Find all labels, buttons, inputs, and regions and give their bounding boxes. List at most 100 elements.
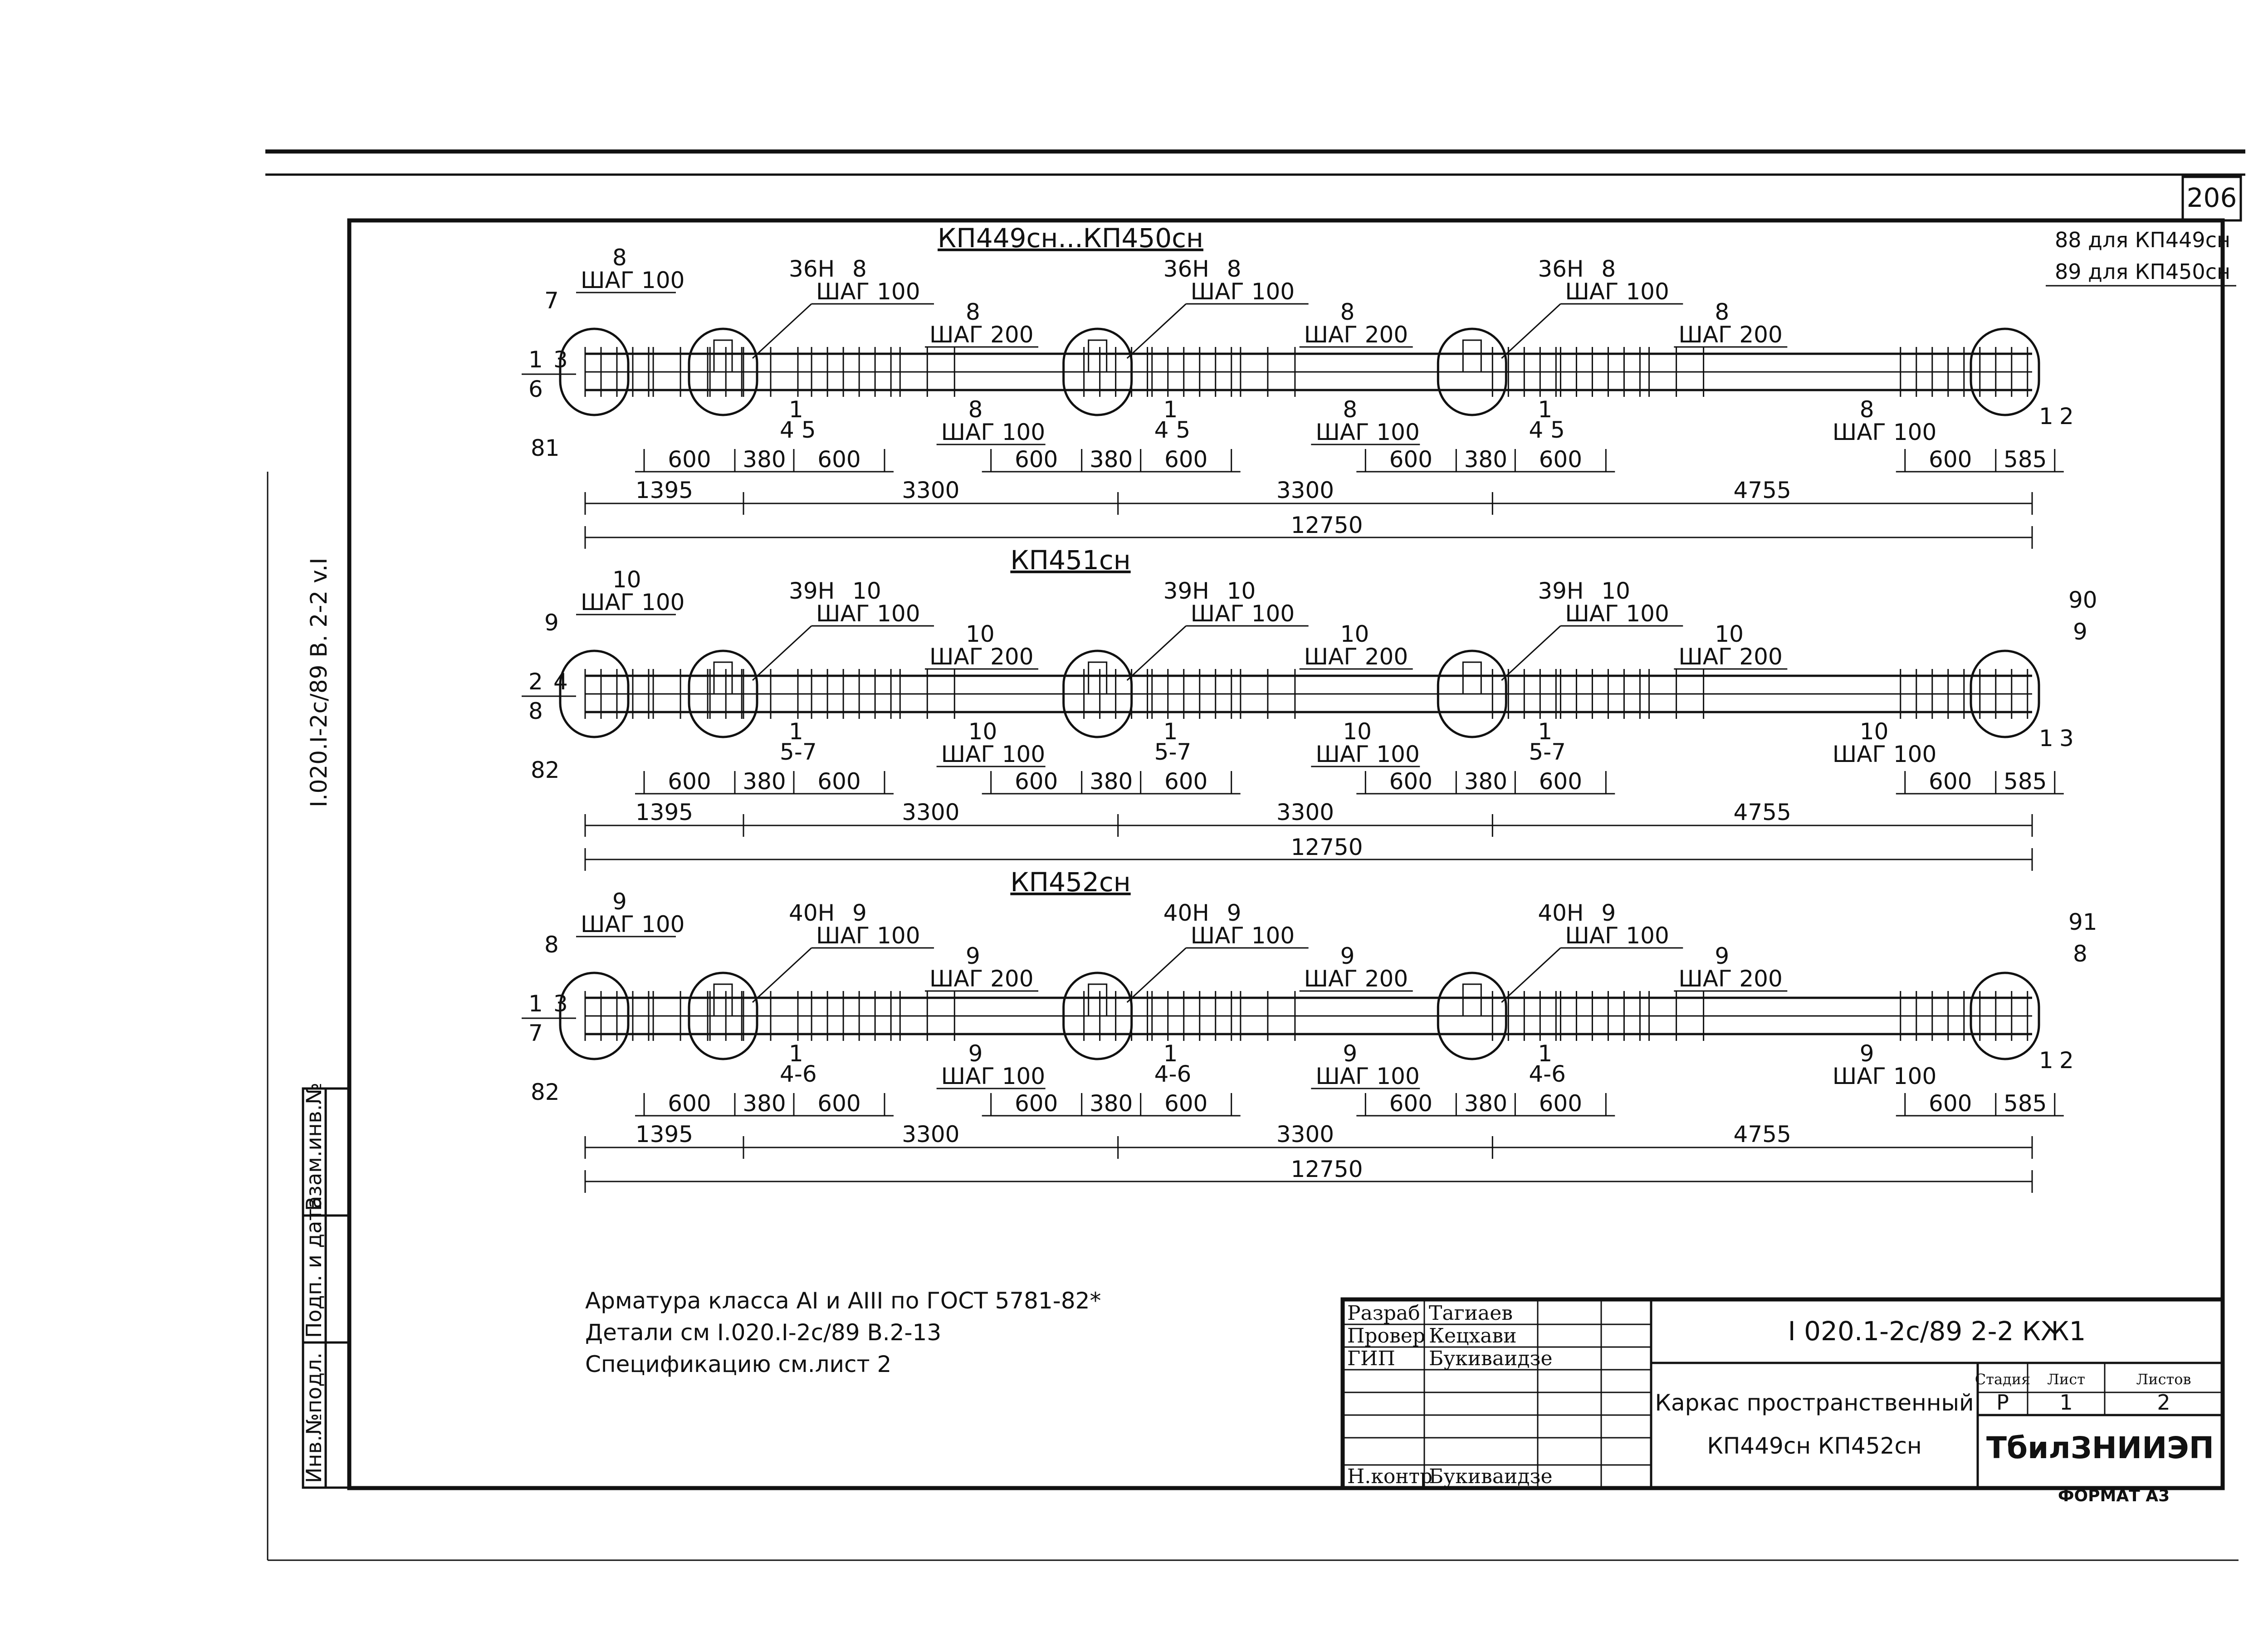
column-capsule [1062,649,1133,738]
stage-value: Р [1996,1390,2009,1415]
end-left-c: 8 [528,698,543,724]
end-note-2: 89 для КП450сн [2055,259,2230,284]
embedded-detail [1088,983,1108,1017]
left-strip: Инв.№подл. Подп. и дата Взам.инв.№ [302,1083,350,1489]
segment-dim: 1395 [635,799,693,825]
column-capsule [559,327,630,416]
detail-dim: 600 [668,768,711,795]
bar-mark-200: 9 [966,943,980,969]
embedded-detail [1462,661,1482,695]
segment-dim: 3300 [1276,1121,1334,1147]
detail-dim: 380 [1464,446,1507,473]
bar-mark: 9 [1601,900,1616,926]
detail-dim: 380 [1464,768,1507,795]
detail-dim: 380 [1090,1090,1133,1117]
total-dim: 12750 [1290,512,1363,538]
detail-dim: 600 [668,446,711,473]
detail-dim: 600 [1389,768,1432,795]
embedded-detail [1088,661,1108,695]
step-low-label: ШАГ 100 [941,741,1046,767]
leader [1126,303,1187,359]
step-200-label: ШАГ 200 [929,322,1034,348]
column-capsule [688,971,758,1060]
mark-a: 1 [789,1040,803,1067]
sheet-label: Лист [2047,1371,2085,1388]
mark-b: 4-6 [780,1061,817,1087]
detail-dim: 600 [1929,768,1972,795]
step-200-label: ШАГ 200 [1678,322,1783,348]
bar-mark-200: 8 [1715,299,1729,325]
step-200-label: ШАГ 200 [1678,644,1783,670]
mark-b: 5-7 [780,739,817,765]
segment-dim: 3300 [902,1121,959,1147]
detail-dim: 380 [743,768,786,795]
column-capsule [688,327,758,416]
column-capsule [688,649,758,738]
bar-mark-200: 10 [1340,621,1369,647]
name-3: Букиваидзе [1429,1347,1553,1370]
detail-dim: 380 [743,446,786,473]
detail-dim: 380 [1464,1090,1507,1117]
item-name-1: Каркас пространственный [1655,1390,1974,1416]
detail-dim: 585 [2004,446,2047,473]
sheets-label: Листов [2136,1371,2191,1388]
doc-code: I 020.1-2с/89 2-2 КЖ1 [1788,1316,2086,1347]
step-end-label: ШАГ 100 [1833,1063,1937,1089]
detail-dim: 585 [2004,768,2047,795]
detail-dim: 600 [1389,446,1432,473]
step-low-label: ШАГ 100 [1315,419,1420,445]
detail-dim: 380 [1090,446,1133,473]
bar-mark: 10 [852,578,881,604]
stirrup-mark: 36Н [789,256,835,282]
total-dim: 12750 [1290,834,1363,860]
detail-dim: 600 [817,768,860,795]
leader [752,625,812,681]
end-right-b: 2 [2059,403,2074,430]
step-200-label: ШАГ 200 [1304,322,1408,348]
total-dim: 12750 [1290,1156,1363,1182]
detail-dim: 600 [817,446,860,473]
end-left-bottom: 82 [531,1079,560,1105]
step-label: ШАГ 100 [1565,600,1669,627]
mark-b: 5-7 [1154,739,1192,765]
end-left-b: 3 [553,347,568,373]
column-capsule [1437,971,1507,1060]
embedded-detail [1462,339,1482,373]
bar-mark-low: 8 [968,396,983,423]
detail-dim: 600 [668,1090,711,1117]
end-right-a: 1 [2039,403,2053,430]
bar-mark-200: 9 [1340,943,1355,969]
step-label: ШАГ 100 [1191,278,1295,305]
notes: Арматура класса АI и АIII по ГОСТ 5781-8… [585,1288,1101,1377]
beam-title: КП451сн [1010,545,1130,576]
step-label: ШАГ 100 [1191,923,1295,949]
end-left-c: 7 [528,1020,543,1046]
step-label: ШАГ 100 [816,600,920,627]
name-1: Тагиаев [1429,1302,1513,1325]
bar-mark: 9 [852,900,867,926]
bar-mark-low: 9 [968,1040,983,1067]
detail-dim: 600 [1015,1090,1058,1117]
left-strip-label-1: Инв.№подл. [302,1352,326,1483]
stirrup-mark: 39Н [789,578,835,604]
mark-b: 4 5 [1154,417,1191,443]
beam-title: КП452сн [1010,867,1130,898]
mark-b: 4-6 [1529,1061,1566,1087]
segment-dim: 3300 [1276,477,1334,503]
mark-a: 1 [1163,718,1178,745]
detail-dim: 600 [817,1090,860,1117]
bar-mark-start: 8 [612,244,627,271]
leader [752,947,812,1003]
embedded-detail [713,983,733,1017]
leader [1501,947,1561,1003]
bar-mark: 8 [1227,256,1242,282]
role-3: ГИП [1347,1347,1395,1370]
end-left-bottom: 81 [531,435,560,461]
leader [1126,947,1187,1003]
end-right-a: 1 [2039,1047,2053,1074]
end-left-top: 7 [544,288,559,314]
step-end-label: ШАГ 100 [1833,741,1937,767]
end-right-a: 1 [2039,725,2053,752]
